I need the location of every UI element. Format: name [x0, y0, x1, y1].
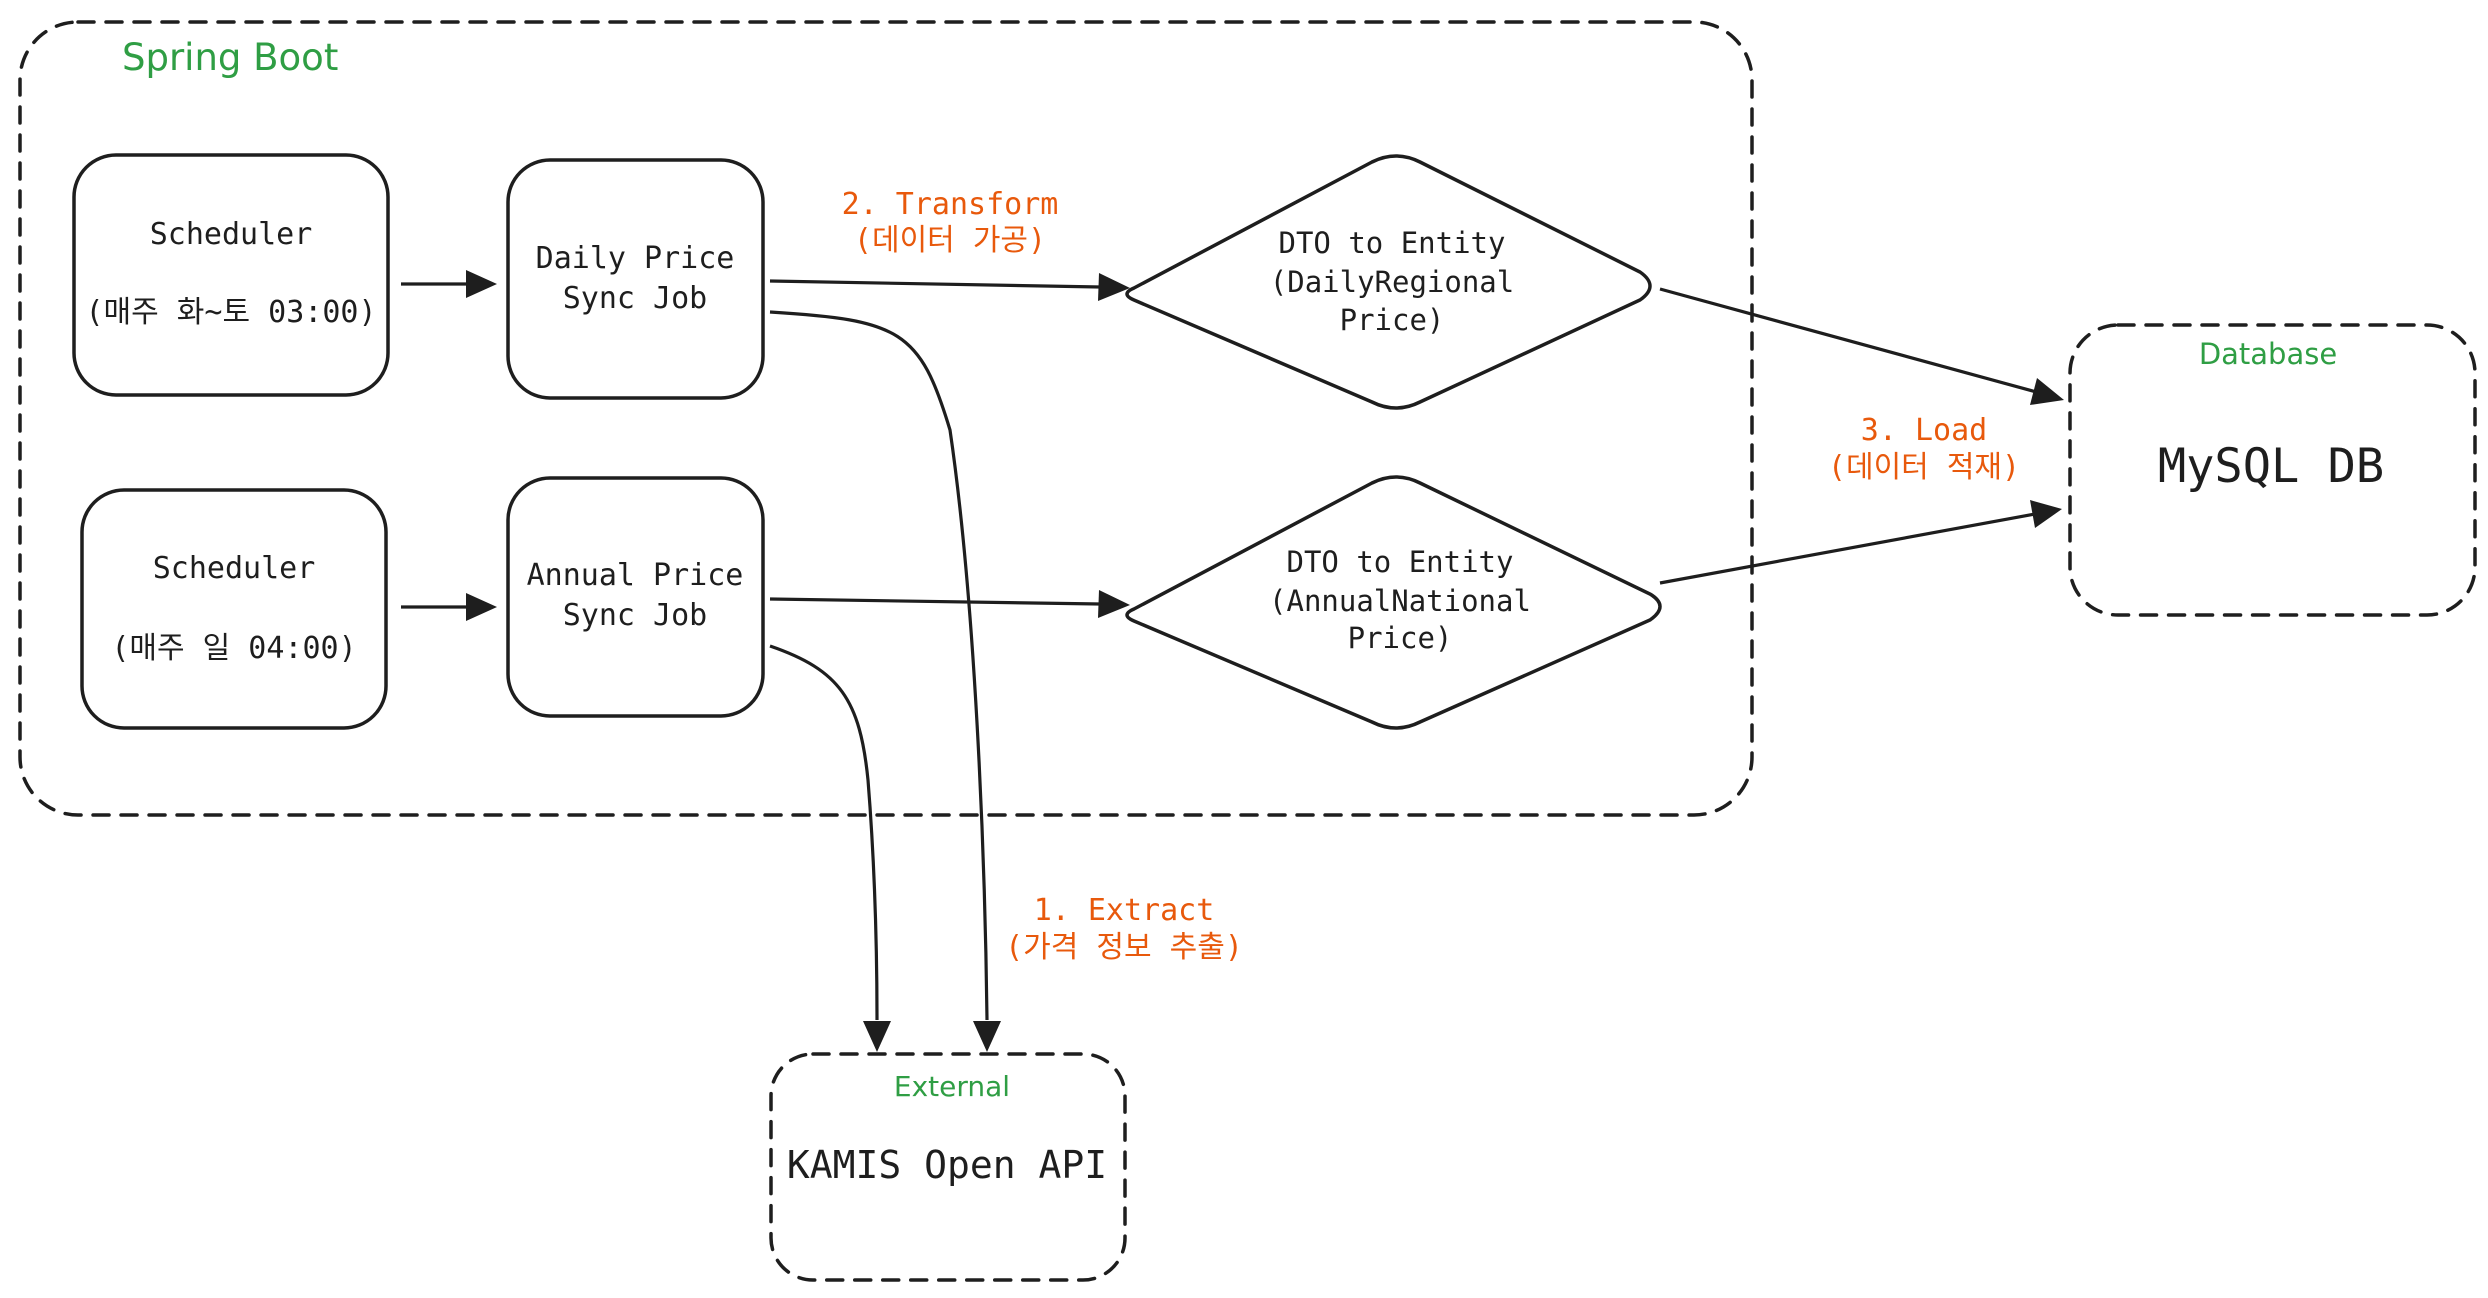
scheduler-annual-title: Scheduler — [153, 551, 316, 586]
dto-daily-line1: DTO to Entity — [1279, 226, 1506, 260]
arrow-dto-annual-to-mysql — [1659, 500, 2062, 585]
transform-label-line1: 2. Transform — [842, 187, 1059, 222]
database-group: Database MySQL DB — [2068, 323, 2477, 617]
load-edge-label: 3. Load (데이터 적재) — [1828, 413, 2020, 485]
arrow-daily-job-to-kamis — [769, 310, 1001, 1052]
daily-price-sync-job-node: Daily Price Sync Job — [506, 158, 765, 400]
arrow-annual-job-to-dto-annual — [769, 590, 1130, 618]
mysql-db-label: MySQL DB — [2158, 439, 2384, 494]
dto-annual-diamond: DTO to Entity (AnnualNational Price) — [1125, 475, 1662, 730]
extract-label-line2: (가격 정보 추출) — [1005, 930, 1243, 965]
dto-annual-line1: DTO to Entity — [1287, 545, 1514, 579]
dto-daily-line2: (DailyRegional — [1270, 265, 1514, 299]
load-label-line1: 3. Load — [1861, 413, 1987, 448]
daily-job-line1: Daily Price — [536, 241, 735, 276]
extract-label-line1: 1. Extract — [1034, 893, 1215, 928]
external-group: External KAMIS Open API — [769, 1052, 1127, 1282]
annual-job-line2: Sync Job — [563, 598, 708, 633]
extract-edge-label: 1. Extract (가격 정보 추출) — [1005, 893, 1243, 965]
arrow-annual-job-to-kamis — [769, 644, 891, 1052]
dto-annual-line2: (AnnualNational — [1269, 584, 1531, 618]
annual-job-line1: Annual Price — [527, 558, 744, 593]
dto-daily-diamond: DTO to Entity (DailyRegional Price) — [1125, 154, 1652, 410]
spring-boot-group-label: Spring Boot — [122, 36, 338, 79]
kamis-open-api-label: KAMIS Open API — [787, 1143, 1107, 1187]
database-group-label: Database — [2199, 337, 2337, 371]
annual-price-sync-job-node: Annual Price Sync Job — [506, 476, 765, 718]
daily-job-line2: Sync Job — [563, 281, 708, 316]
transform-label-line2: (데이터 가공) — [854, 223, 1046, 258]
external-group-label: External — [894, 1070, 1010, 1103]
spring-boot-group: Spring Boot — [18, 20, 1754, 817]
load-label-line2: (데이터 적재) — [1828, 450, 2020, 485]
dto-annual-line3: Price) — [1348, 621, 1453, 655]
arrow-dto-daily-to-mysql — [1659, 287, 2064, 405]
transform-edge-label: 2. Transform (데이터 가공) — [842, 187, 1059, 258]
arrow-scheduler-annual-to-annual-job — [401, 593, 497, 621]
arrow-daily-job-to-dto-daily — [769, 273, 1130, 301]
scheduler-daily-schedule: (매주 화~토 03:00) — [85, 295, 376, 330]
arrow-scheduler-daily-to-daily-job — [401, 270, 497, 298]
scheduler-daily-title: Scheduler — [150, 217, 313, 252]
dto-daily-line3: Price) — [1340, 303, 1445, 337]
scheduler-daily-node: Scheduler (매주 화~토 03:00) — [72, 153, 390, 397]
scheduler-annual-node: Scheduler (매주 일 04:00) — [80, 488, 388, 730]
scheduler-annual-schedule: (매주 일 04:00) — [111, 631, 356, 666]
